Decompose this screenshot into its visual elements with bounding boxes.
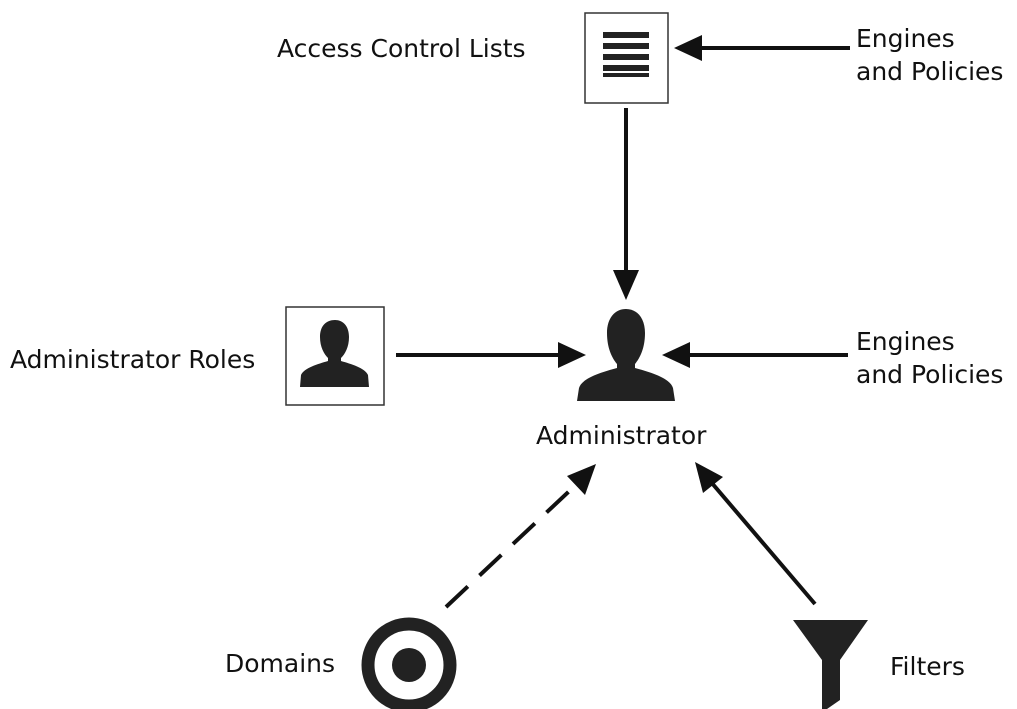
- engines-policies-top-label: Engines and Policies: [856, 24, 1004, 86]
- administrator-label: Administrator: [536, 421, 707, 450]
- funnel-icon: [793, 620, 868, 709]
- target-icon: [361, 617, 457, 709]
- user-icon: [300, 320, 369, 387]
- administrator-roles-label: Administrator Roles: [10, 345, 256, 374]
- engines-policies-mid-label: Engines and Policies: [856, 327, 1004, 389]
- filters-label: Filters: [890, 652, 965, 681]
- access-control-lists-node[interactable]: [584, 12, 669, 104]
- administrator-roles-node[interactable]: [285, 306, 385, 406]
- list-icon: [603, 32, 649, 77]
- arrow-engines-to-administrator: [662, 342, 848, 368]
- arrow-engines-to-acl: [674, 35, 850, 61]
- domains-node[interactable]: [361, 617, 457, 709]
- arrow-filters-to-administrator: [695, 462, 817, 606]
- arrow-acl-to-administrator: [613, 108, 639, 300]
- user-icon: [577, 309, 675, 401]
- filters-node[interactable]: [793, 620, 868, 709]
- access-control-lists-label: Access Control Lists: [277, 34, 526, 63]
- domains-label: Domains: [225, 649, 336, 678]
- arrow-roles-to-administrator: [396, 342, 586, 368]
- administrator-node[interactable]: [577, 309, 675, 401]
- arrow-domains-to-administrator: [444, 464, 596, 609]
